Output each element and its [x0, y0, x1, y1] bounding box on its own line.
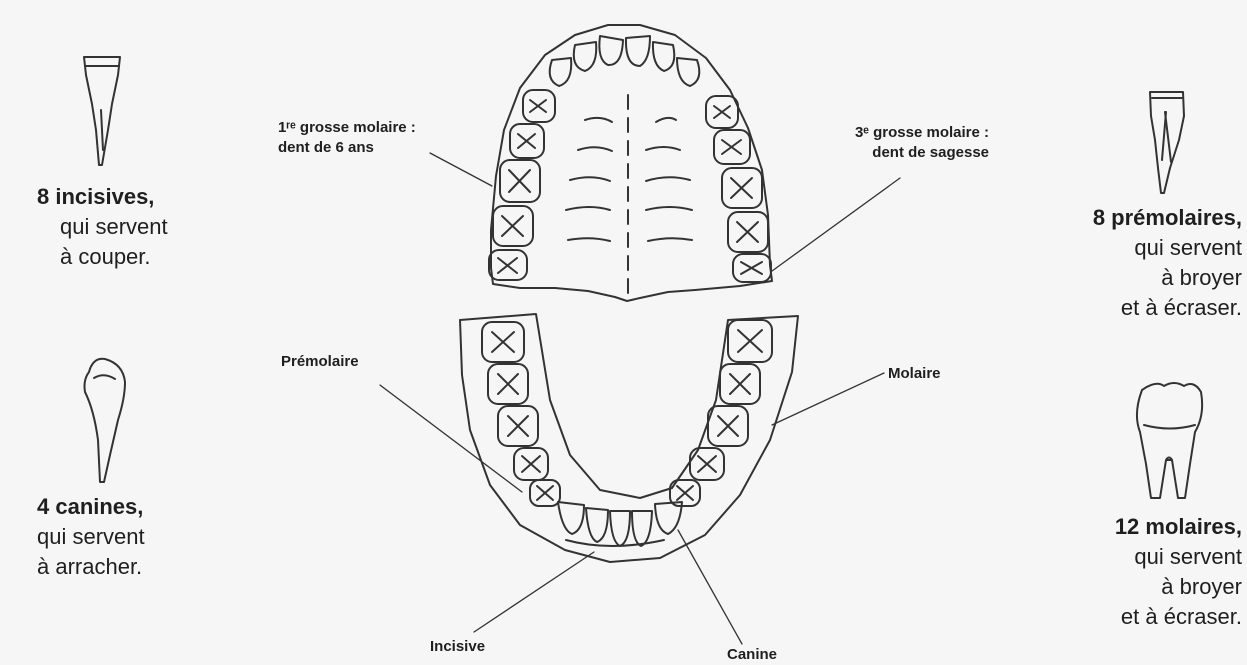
upper-jaw: [489, 25, 772, 301]
lower-jaw: [460, 314, 798, 562]
premolars-line3: et à écraser.: [1121, 294, 1242, 322]
incisors-count: 8 incisives,: [37, 183, 154, 211]
molars-line1: qui servent: [1134, 543, 1242, 571]
molars-line3: et à écraser.: [1121, 603, 1242, 631]
first-molar-label-line1: 1ʳᵉ grosse molaire :: [278, 118, 416, 137]
molar-label: Molaire: [888, 364, 941, 383]
canines-count: 4 canines,: [37, 493, 143, 521]
incisors-line2: à couper.: [60, 243, 151, 271]
premolar-label: Prémolaire: [281, 352, 359, 371]
premolar-tooth-icon: [1150, 92, 1184, 193]
canines-line1: qui servent: [37, 523, 145, 551]
canines-line2: à arracher.: [37, 553, 142, 581]
incisor-label: Incisive: [430, 637, 485, 656]
leader-lines: [380, 153, 900, 644]
canine-label: Canine: [727, 645, 777, 664]
canine-tooth-icon: [85, 359, 126, 482]
incisors-line1: qui servent: [60, 213, 168, 241]
molar-tooth-icon: [1137, 383, 1202, 498]
premolars-count: 8 prémolaires,: [1093, 204, 1242, 232]
third-molar-label-line1: 3ᵉ grosse molaire :: [855, 123, 989, 142]
premolars-line2: à broyer: [1161, 264, 1242, 292]
molars-count: 12 molaires,: [1115, 513, 1242, 541]
third-molar-label-line2: dent de sagesse: [872, 143, 989, 162]
first-molar-label-line2: dent de 6 ans: [278, 138, 374, 157]
molars-line2: à broyer: [1161, 573, 1242, 601]
incisor-tooth-icon: [84, 57, 120, 165]
premolars-line1: qui servent: [1134, 234, 1242, 262]
